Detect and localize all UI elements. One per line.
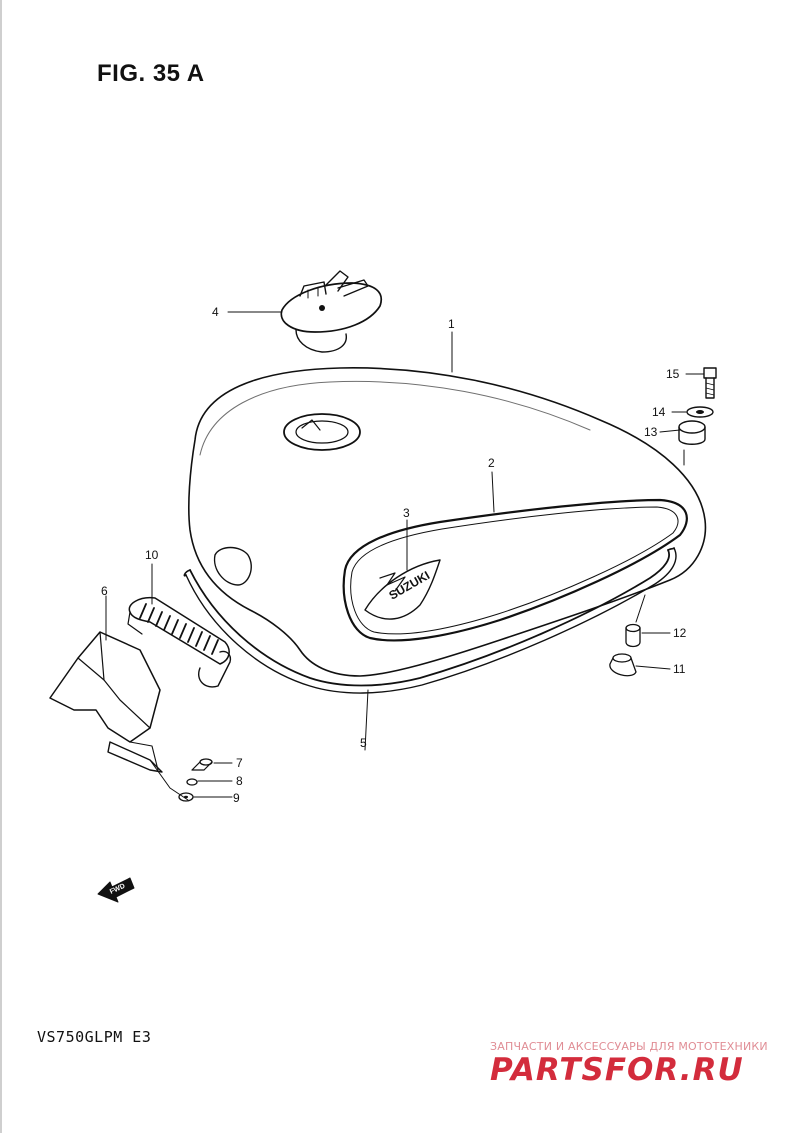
mount-washer-part[interactable] xyxy=(686,406,714,418)
watermark-tagline: ЗАПЧАСТИ И АКСЕССУАРЫ ДЛЯ МОТОТЕХНИКИ xyxy=(490,1040,768,1053)
callout-3: 3 xyxy=(403,506,410,520)
callout-4: 4 xyxy=(212,305,219,319)
rear-cushion-part[interactable] xyxy=(609,653,637,677)
callout-7: 7 xyxy=(236,756,243,770)
tank-emblem-part[interactable]: SUZUKI xyxy=(364,559,441,620)
fuel-cap-part[interactable] xyxy=(280,270,383,353)
mount-cushion-part[interactable] xyxy=(678,420,706,445)
watermark-logo: PARTSFOR.RU xyxy=(490,1052,744,1088)
callout-8: 8 xyxy=(236,774,243,788)
callout-9: 9 xyxy=(233,791,240,805)
callout-15: 15 xyxy=(666,367,680,381)
callout-1: 1 xyxy=(448,317,455,331)
forward-arrow-icon: FWD xyxy=(97,877,135,903)
page-edge xyxy=(0,0,2,1133)
callout-2: 2 xyxy=(488,456,495,470)
callout-labels: 1 2 3 4 5 6 7 8 9 10 11 12 13 14 15 xyxy=(101,305,687,805)
rubber-cushion-part[interactable] xyxy=(127,596,232,688)
callout-6: 6 xyxy=(101,584,108,598)
callout-5: 5 xyxy=(360,736,367,750)
mount-bolt-part[interactable] xyxy=(703,367,717,399)
callout-12: 12 xyxy=(673,626,687,640)
bracket-part[interactable] xyxy=(49,631,163,773)
callout-10: 10 xyxy=(145,548,159,562)
spring-washer-part[interactable] xyxy=(186,778,198,786)
figure-title: FIG. 35 A xyxy=(97,60,205,87)
callout-14: 14 xyxy=(652,405,666,419)
screw-part[interactable] xyxy=(191,758,213,771)
tank-trim-strip-part[interactable] xyxy=(183,547,677,694)
leader-lines xyxy=(105,311,705,801)
plain-washer-part[interactable] xyxy=(178,792,194,802)
callout-11: 11 xyxy=(673,662,686,676)
model-code: VS750GLPM E3 xyxy=(37,1028,152,1046)
callout-13: 13 xyxy=(644,425,658,439)
spacer-part[interactable] xyxy=(625,623,641,648)
fuel-tank-part[interactable] xyxy=(188,367,707,677)
